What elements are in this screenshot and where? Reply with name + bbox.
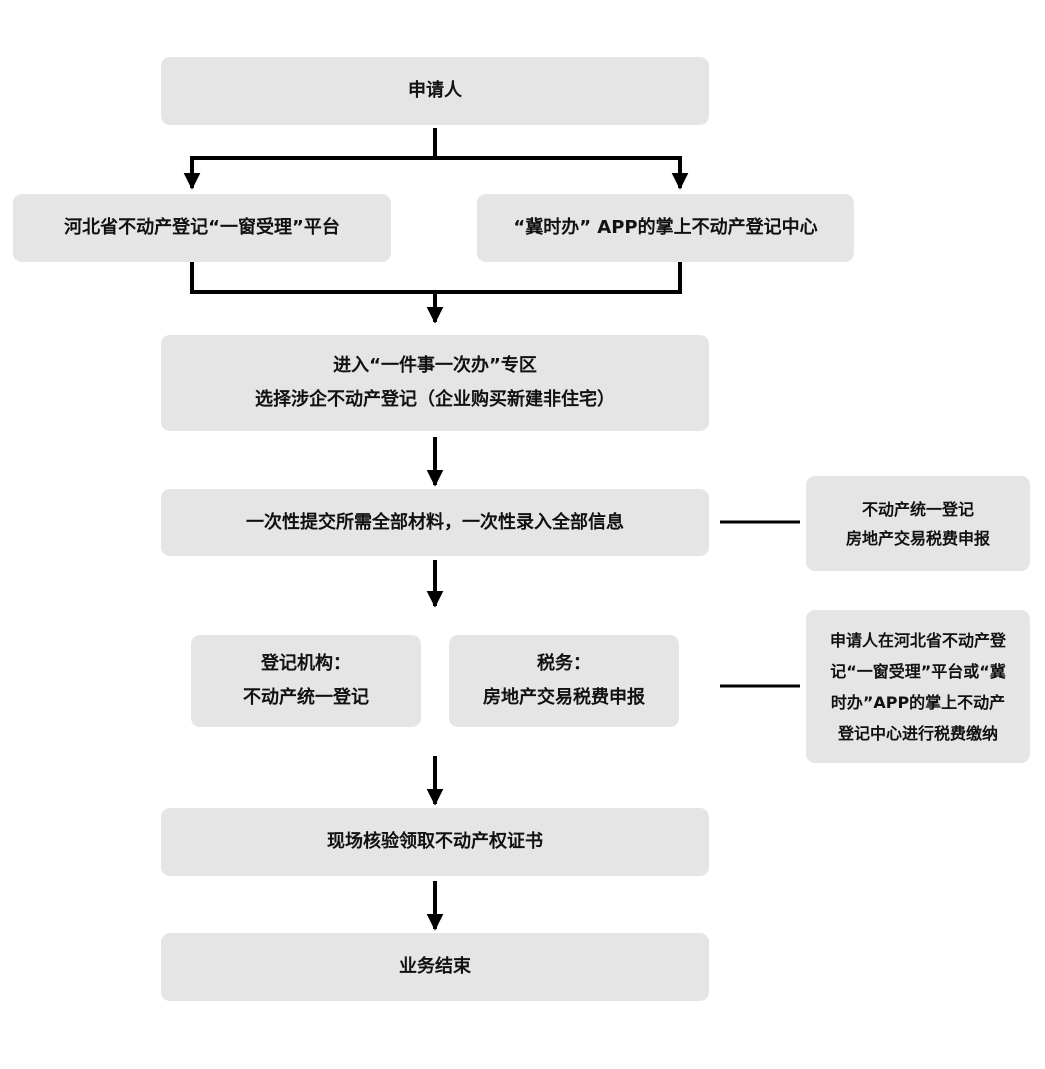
side-note-1: 不动产统一登记 房地产交易税费申报 [806,476,1030,571]
node-enter-zone-line-2: 选择涉企不动产登记（企业购买新建非住宅） [255,389,615,410]
node-jishiban-app: “冀时办” APP的掌上不动产登记中心 [477,194,854,262]
node-registration-org: 登记机构： 不动产统一登记 [191,635,421,727]
side-note-2: 申请人在河北省不动产登 记“一窗受理”平台或“冀 时办”APP的掌上不动产 登记… [806,610,1030,763]
node-registration-org-line-2: 不动产统一登记 [243,687,369,708]
side-note-2-line-1: 申请人在河北省不动产登 [829,630,1006,650]
node-enter-zone: 进入“一件事一次办”专区 选择涉企不动产登记（企业购买新建非住宅） [161,335,709,431]
node-submit-once: 一次性提交所需全部材料，一次性录入全部信息 [161,489,709,556]
connector-platforms-merge [190,262,682,294]
connector-applicant-split [183,128,437,190]
side-note-2-line-3: 时办”APP的掌上不动产 [830,692,1006,712]
node-applicant: 申请人 [161,57,709,125]
node-jishiban-app-line-1: “冀时办” APP的掌上不动产登记中心 [513,217,818,238]
side-note-2-line-2: 记“一窗受理”平台或“冀 [830,661,1006,681]
side-note-2-line-4: 登记中心进行税费缴纳 [837,723,998,743]
node-applicant-line-1: 申请人 [408,80,462,101]
side-note-1-line-1: 不动产统一登记 [861,499,974,519]
side-note-1-line-2: 房地产交易税费申报 [845,528,990,548]
node-hebei-platform: 河北省不动产登记“一窗受理”平台 [13,194,391,262]
node-registration-org-line-1: 登记机构： [261,653,351,674]
node-enter-zone-line-1: 进入“一件事一次办”专区 [333,355,537,376]
node-tax-line-1: 税务： [537,653,591,674]
node-onsite-check-line-1: 现场核验领取不动产权证书 [327,831,543,852]
node-onsite-check: 现场核验领取不动产权证书 [161,808,709,876]
node-business-end-line-1: 业务结束 [399,956,471,977]
connector-applicant-split-right [435,156,689,190]
node-tax-line-2: 房地产交易税费申报 [483,687,645,708]
node-business-end: 业务结束 [161,933,709,1001]
node-tax: 税务： 房地产交易税费申报 [449,635,679,727]
node-hebei-platform-line-1: 河北省不动产登记“一窗受理”平台 [64,217,340,238]
node-submit-once-line-1: 一次性提交所需全部材料，一次性录入全部信息 [246,511,624,533]
